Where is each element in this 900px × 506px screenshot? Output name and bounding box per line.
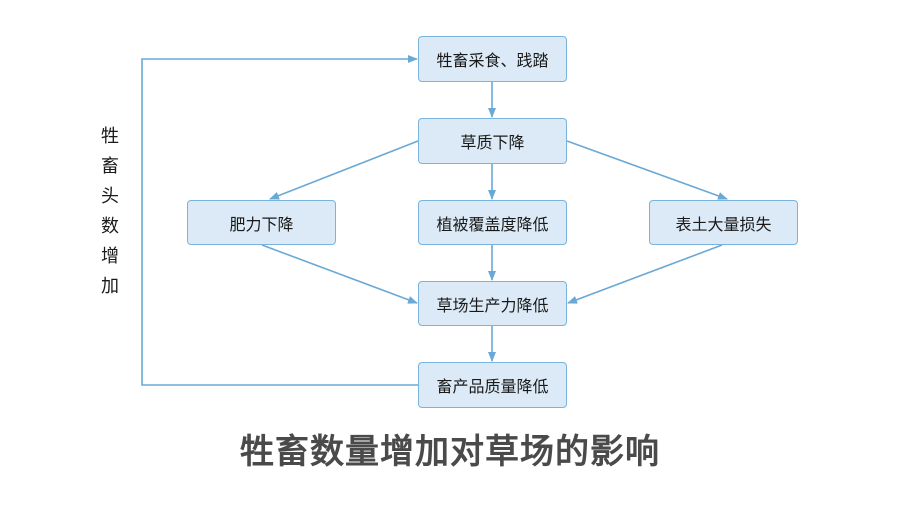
arrow-quality-to-soil-loss [566, 140, 728, 200]
node-soil-loss: 表土大量损失 [649, 200, 798, 245]
feedback-loop-arrow [141, 55, 418, 386]
node-productivity: 草场生产力降低 [418, 281, 567, 326]
node-grass-quality: 草质下降 [418, 118, 567, 164]
node-coverage: 植被覆盖度降低 [418, 200, 567, 245]
node-fertility: 肥力下降 [187, 200, 336, 245]
side-label-livestock-increase: 牲 畜 头 数 增 加 [101, 126, 119, 297]
diagram-title: 牲畜数量增加对草场的影响 [240, 432, 660, 472]
node-livestock-quality: 畜产品质量降低 [418, 362, 567, 408]
arrow-quality-to-fertility [269, 140, 419, 200]
node-grazing: 牲畜采食、践踏 [418, 36, 567, 82]
arrow-fertility-to-productivity [261, 244, 418, 304]
arrow-soil-loss-to-productivity [567, 244, 723, 304]
